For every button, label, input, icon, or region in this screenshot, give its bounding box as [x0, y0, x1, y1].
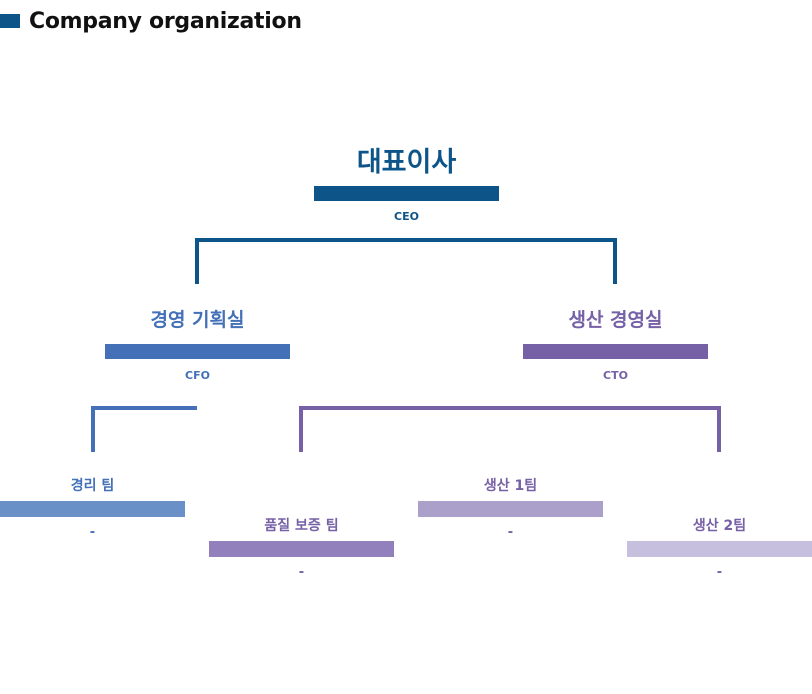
node-quality-name: 품질 보증 팀: [264, 518, 339, 534]
node-production1-name: 생산 1팀: [483, 478, 538, 494]
node-ceo-role: CEO: [394, 210, 419, 223]
node-ceo: 대표이사 CEO: [314, 140, 499, 230]
connector-cto-left-drop: [299, 406, 303, 452]
node-cto-name: 생산 경영실: [568, 309, 663, 331]
node-production2-team: 생산 2팀 -: [627, 515, 812, 585]
node-cto-bar: [523, 344, 708, 359]
node-cfo-bar: [105, 344, 290, 359]
connector-cto-right-drop: [717, 406, 721, 452]
node-cfo: 경영 기획실 CFO: [105, 305, 290, 385]
node-production2-role: -: [716, 565, 723, 580]
node-cfo-role: CFO: [185, 369, 210, 382]
node-production1-team: 생산 1팀 -: [418, 475, 603, 545]
node-ceo-name: 대표이사: [356, 147, 457, 178]
node-cto-role: CTO: [603, 369, 628, 382]
connector-cto-horizontal: [299, 406, 721, 410]
node-production2-bar: [627, 541, 812, 557]
node-accounting-name: 경리 팀: [70, 478, 115, 494]
node-cfo-name: 경영 기획실: [150, 309, 245, 331]
page-title: Company organization: [29, 8, 302, 34]
node-accounting-role: -: [89, 525, 96, 540]
node-production1-role: -: [507, 525, 514, 540]
header-square-icon: [0, 14, 20, 28]
node-production2-name: 생산 2팀: [692, 518, 747, 534]
connector-ceo-right-drop: [613, 238, 617, 284]
node-ceo-bar: [314, 186, 499, 201]
connector-cfo-drop: [91, 406, 95, 452]
page-header: Company organization: [0, 8, 302, 34]
node-production1-bar: [418, 501, 603, 517]
node-quality-team: 품질 보증 팀 -: [209, 515, 394, 585]
node-cto: 생산 경영실 CTO: [523, 305, 708, 385]
node-quality-role: -: [298, 565, 305, 580]
connector-ceo-horizontal: [195, 238, 617, 242]
node-quality-bar: [209, 541, 394, 557]
connector-cfo-horizontal: [91, 406, 197, 410]
connector-ceo-left-drop: [195, 238, 199, 284]
node-accounting-bar: [0, 501, 185, 517]
node-accounting-team: 경리 팀 -: [0, 475, 185, 545]
